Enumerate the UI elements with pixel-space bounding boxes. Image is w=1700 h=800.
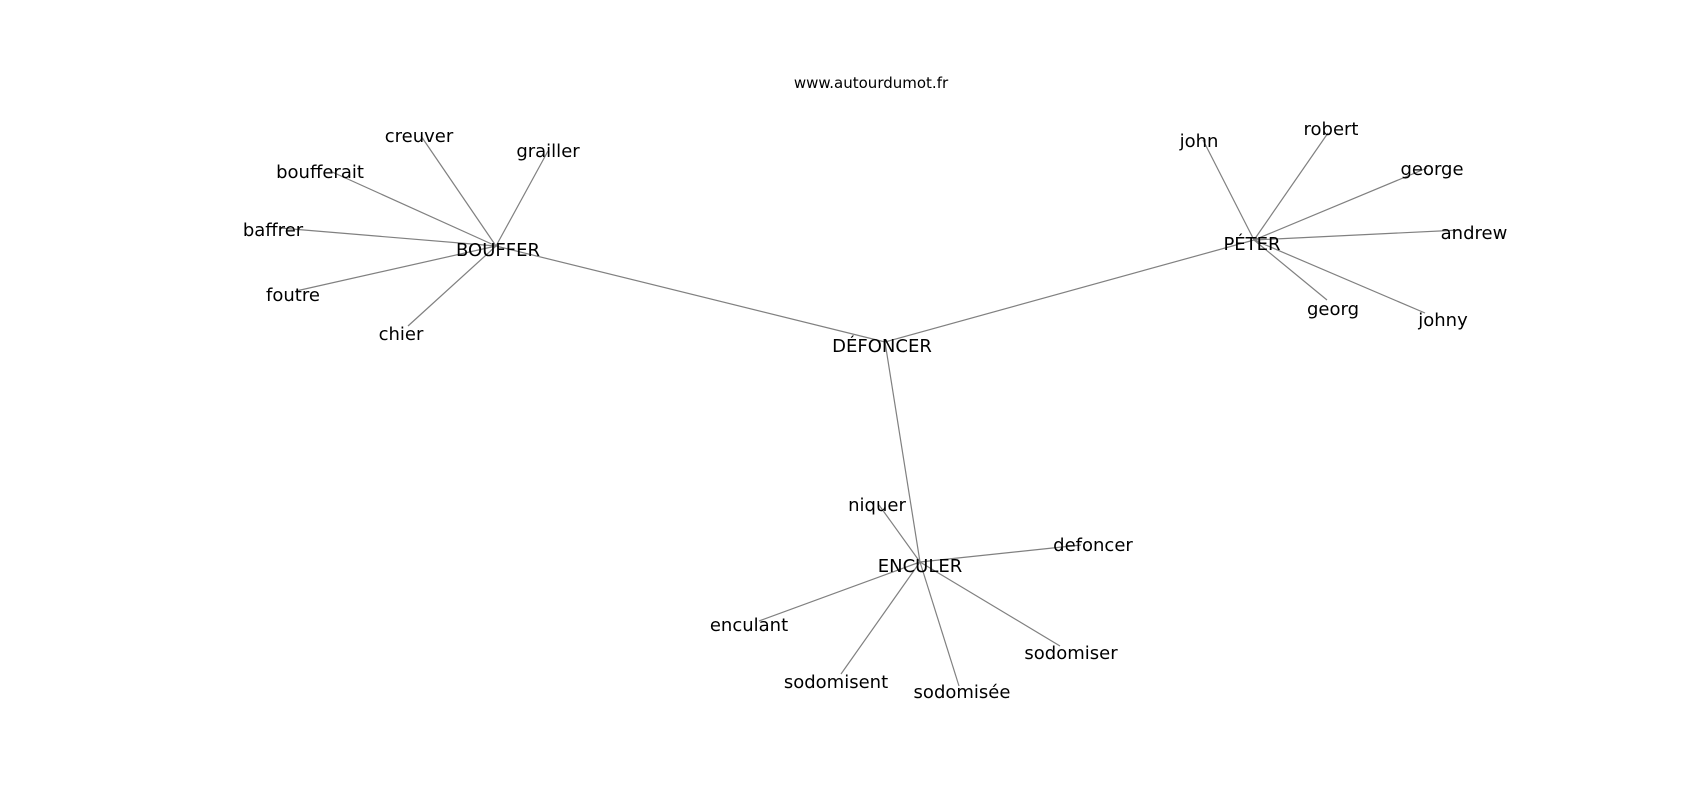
node-label-georg[interactable]: georg — [1307, 299, 1359, 320]
edge-peter-john — [1202, 139, 1255, 241]
node-label-robert[interactable]: robert — [1304, 119, 1359, 140]
node-label-enculer[interactable]: ENCULER — [878, 556, 963, 577]
edge-bouffer-baffrer — [279, 227, 497, 247]
node-label-sodomisee[interactable]: sodomisée — [914, 682, 1011, 703]
node-label-andrew[interactable]: andrew — [1441, 223, 1508, 244]
edge-bouffer-creuver — [420, 135, 497, 247]
node-label-johny[interactable]: johny — [1417, 310, 1468, 331]
node-label-sodomisent[interactable]: sodomisent — [784, 672, 888, 693]
node-label-sodomiser[interactable]: sodomiser — [1024, 643, 1118, 664]
edge-enculer-sodomisent — [840, 561, 921, 675]
edge-enculer-enculant — [758, 561, 921, 622]
edge-enculer-sodomisee — [919, 561, 960, 687]
node-label-enculant[interactable]: enculant — [710, 615, 788, 636]
node-label-defoncer_center[interactable]: DÉFONCER — [832, 335, 932, 357]
node-label-george[interactable]: george — [1400, 159, 1463, 180]
edge-bouffer-foutre — [295, 245, 497, 292]
edge-peter-johny — [1253, 239, 1426, 314]
edge-enculer-sodomiser — [919, 561, 1061, 647]
node-label-foutre[interactable]: foutre — [266, 285, 320, 306]
node-label-boufferait[interactable]: boufferait — [276, 162, 364, 183]
node-label-niquer[interactable]: niquer — [848, 495, 906, 516]
edge-defoncer_center-bouffer — [495, 245, 886, 343]
edge-defoncer_center-peter — [884, 239, 1255, 343]
edge-bouffer-chier — [407, 245, 497, 327]
edge-enculer-defoncer_leaf — [919, 544, 1082, 563]
edge-peter-andrew — [1253, 229, 1461, 241]
node-label-john[interactable]: john — [1179, 131, 1219, 152]
edges-layer — [279, 132, 1461, 687]
labels-layer: DÉFONCER BOUFFER PÉTER ENCULER creuver graill… — [243, 119, 1508, 703]
edge-defoncer_center-enculer — [884, 341, 921, 563]
node-label-peter[interactable]: PÉTER — [1223, 233, 1280, 255]
node-label-defoncer_leaf[interactable]: defoncer — [1053, 535, 1133, 556]
node-label-grailler[interactable]: grailler — [516, 141, 580, 162]
source-url: www.autourdumot.fr — [794, 74, 949, 92]
node-label-creuver[interactable]: creuver — [385, 126, 454, 147]
edge-peter-robert — [1253, 132, 1329, 241]
edge-bouffer-boufferait — [329, 170, 497, 247]
edge-peter-george — [1253, 167, 1428, 241]
node-label-chier[interactable]: chier — [379, 324, 424, 345]
node-label-bouffer[interactable]: BOUFFER — [456, 240, 540, 261]
edge-bouffer-grailler — [495, 150, 549, 247]
edge-peter-georg — [1253, 239, 1328, 301]
node-label-baffrer[interactable]: baffrer — [243, 220, 304, 241]
edge-enculer-niquer — [878, 504, 921, 563]
